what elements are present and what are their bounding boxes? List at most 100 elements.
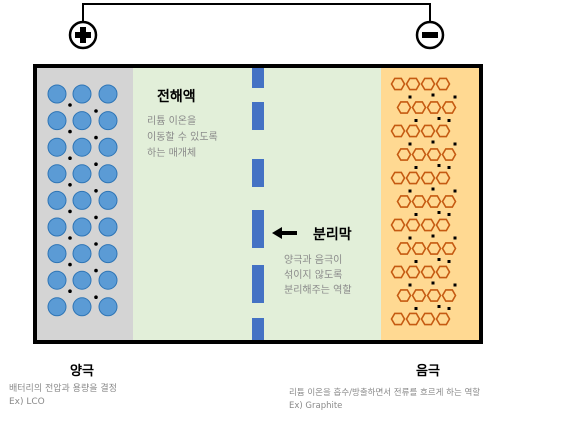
electrolyte-description: 리튬 이온을 이동할 수 있도록 하는 매개체 xyxy=(147,114,218,162)
graphite-hexagon xyxy=(390,171,406,185)
graphite-hexagon xyxy=(405,265,421,279)
graphite-hexagon xyxy=(390,77,406,91)
graphite-hexagon xyxy=(441,195,457,208)
lithium-dot xyxy=(453,95,457,99)
lithium-dot xyxy=(94,215,98,220)
separator-segment xyxy=(252,159,264,187)
separator-desc-line: 섞이지 않도록 xyxy=(284,270,343,281)
lithium-dot xyxy=(94,162,98,166)
graphite-hexagon xyxy=(435,312,451,326)
battery-outline xyxy=(33,64,483,344)
lithium-dot xyxy=(68,262,72,267)
graphite-hexagon xyxy=(396,242,412,255)
lithium-dot xyxy=(68,289,72,294)
graphite-hexagon xyxy=(396,289,412,302)
lithium-dot xyxy=(408,95,412,99)
lithium-dot xyxy=(94,268,98,273)
lithium-dot xyxy=(68,236,72,240)
separator-segment xyxy=(252,66,264,88)
lithium-dot xyxy=(68,103,72,107)
ion-particle xyxy=(72,190,92,210)
electrolyte-title: 전해액 xyxy=(157,89,196,105)
ion-particle xyxy=(72,84,92,104)
separator-segment xyxy=(252,265,264,303)
ion-particle xyxy=(98,297,118,317)
lithium-dot xyxy=(414,119,418,122)
lithium-dot xyxy=(437,117,441,120)
lithium-dot xyxy=(431,234,435,238)
anode-desc-line: 리튬 이온을 흡수/방출하면서 전류를 흐르게 하는 역할 xyxy=(289,388,481,398)
graphite-hexagon xyxy=(405,312,421,326)
separator-description: 양극과 음극이 섞이지 않도록 분리해주는 역할 xyxy=(284,253,352,298)
lithium-dot xyxy=(408,283,412,287)
lithium-dot xyxy=(414,307,418,310)
anode-graphite xyxy=(390,77,457,326)
lithium-dot xyxy=(437,211,441,214)
ion-particle xyxy=(47,164,67,184)
anode-desc-line: Ex) Graphite xyxy=(289,401,343,411)
cathode-desc-line: 배터리의 전압과 용량을 결정 xyxy=(9,384,117,394)
ion-particle xyxy=(98,164,118,184)
ion-particle xyxy=(47,84,67,104)
lithium-dot xyxy=(94,242,98,246)
lithium-dot xyxy=(453,142,457,146)
separator-arrow-icon xyxy=(272,227,297,239)
ion-particle xyxy=(98,84,118,104)
cathode-description: 배터리의 전압과 용량을 결정 Ex) LCO xyxy=(9,383,117,409)
graphite-hexagon xyxy=(441,101,457,114)
lithium-dot xyxy=(447,119,451,122)
graphite-hexagon xyxy=(426,242,442,255)
ion-particle xyxy=(72,244,92,264)
separator-title: 분리막 xyxy=(313,227,352,243)
graphite-hexagon xyxy=(405,77,421,91)
graphite-hexagon xyxy=(426,101,442,114)
lithium-dot xyxy=(68,209,72,214)
ion-particle xyxy=(47,297,67,317)
ion-particle xyxy=(72,217,92,237)
lithium-dot xyxy=(94,295,98,300)
lithium-dot xyxy=(408,236,412,240)
lithium-dot xyxy=(431,140,435,144)
graphite-hexagon xyxy=(405,218,421,232)
graphite-hexagon xyxy=(435,171,451,185)
ion-particle xyxy=(72,111,92,131)
ion-particle xyxy=(98,244,118,264)
lithium-dot xyxy=(437,258,441,261)
lithium-dot xyxy=(453,236,457,240)
separator-segment xyxy=(252,102,264,130)
cathode-ions xyxy=(47,84,118,317)
graphite-hexagon xyxy=(420,124,436,138)
ion-particle xyxy=(72,270,92,290)
graphite-hexagon xyxy=(435,218,451,232)
lithium-dot xyxy=(437,305,441,308)
ion-particle xyxy=(47,190,67,210)
graphite-hexagon xyxy=(390,265,406,279)
anode-description: 리튬 이온을 흡수/방출하면서 전류를 흐르게 하는 역할 Ex) Graphi… xyxy=(289,387,480,413)
lithium-dot xyxy=(408,142,412,146)
ion-particle xyxy=(98,111,118,131)
separator-desc-line: 양극과 음극이 xyxy=(284,255,343,266)
lithium-dot xyxy=(94,109,98,113)
graphite-hexagon xyxy=(396,101,412,114)
lithium-dot xyxy=(447,260,451,263)
ion-particle xyxy=(72,297,92,317)
graphite-hexagon xyxy=(441,148,457,161)
ion-particle xyxy=(98,217,118,237)
anode-title: 음극 xyxy=(416,364,440,379)
graphite-hexagon xyxy=(396,148,412,161)
lithium-dot xyxy=(447,307,451,310)
graphite-hexagon xyxy=(405,124,421,138)
graphite-hexagon xyxy=(441,289,457,302)
ion-particle xyxy=(72,137,92,157)
lithium-dot xyxy=(447,166,451,169)
graphite-hexagon xyxy=(435,265,451,279)
lithium-dot xyxy=(447,213,451,216)
separator-segment xyxy=(252,318,264,342)
lithium-dot xyxy=(414,166,418,169)
graphite-hexagon xyxy=(411,195,427,208)
graphite-hexagon xyxy=(435,124,451,138)
lithium-dot xyxy=(94,189,98,193)
graphite-hexagon xyxy=(390,124,406,138)
graphite-hexagon xyxy=(405,171,421,185)
electrolyte-desc-line: 이동할 수 있도록 xyxy=(147,132,218,143)
